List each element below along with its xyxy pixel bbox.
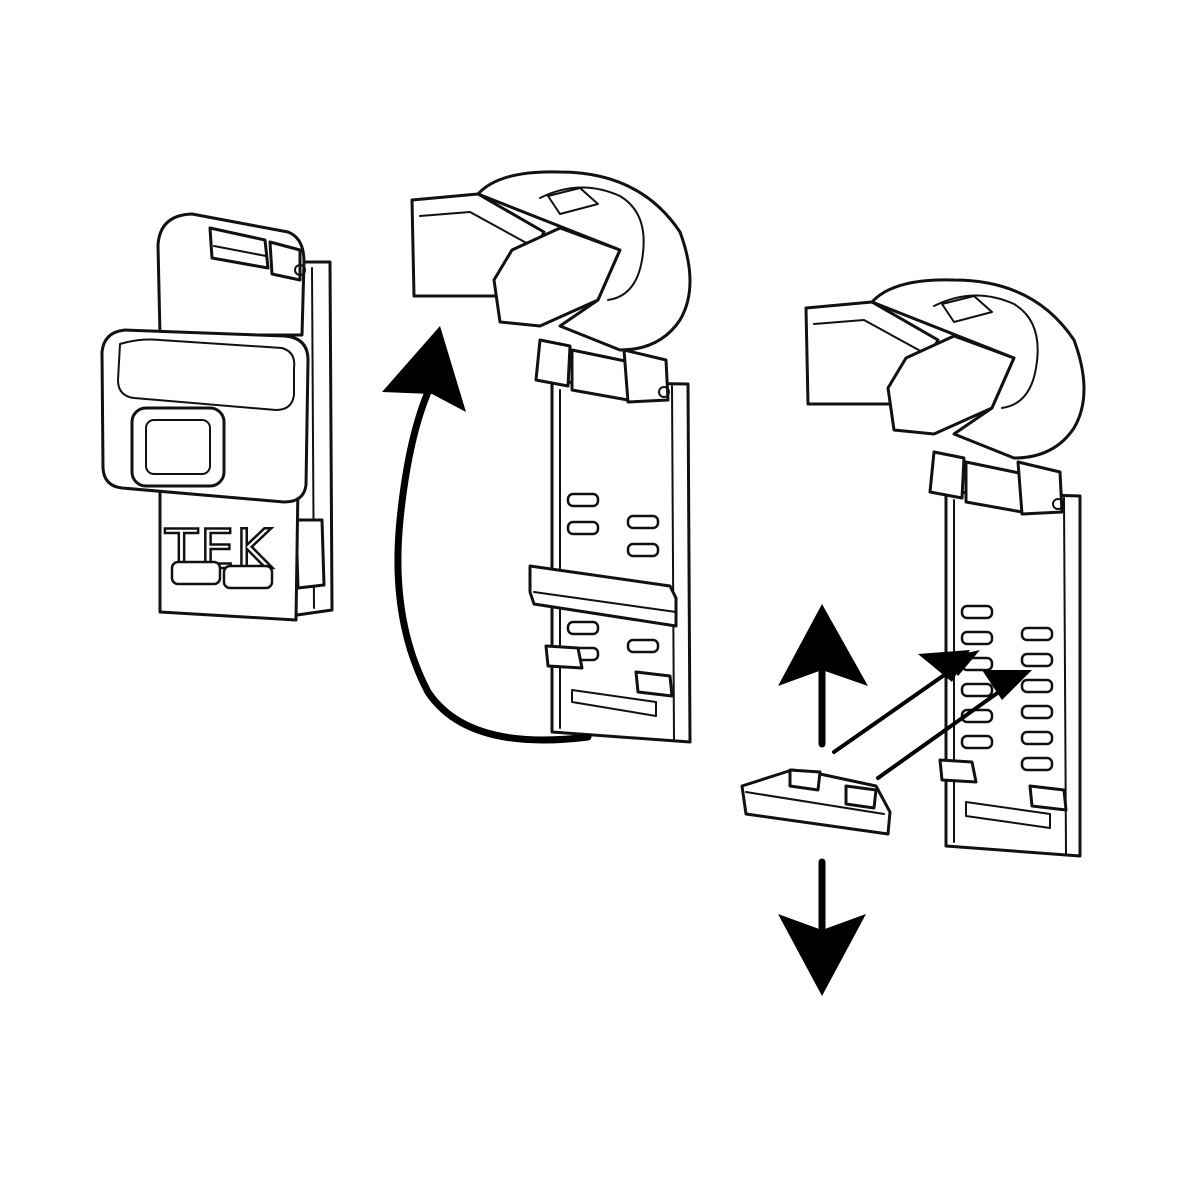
up-arrow-icon [778, 604, 868, 748]
spacer-adjustment [740, 278, 1086, 858]
assembled-clip: TEK [100, 212, 334, 622]
down-arrow-icon [778, 858, 866, 996]
hinge-opened-clip [410, 170, 692, 744]
curved-arrow-icon [382, 326, 592, 744]
insert-arrow-icon [832, 650, 1032, 780]
